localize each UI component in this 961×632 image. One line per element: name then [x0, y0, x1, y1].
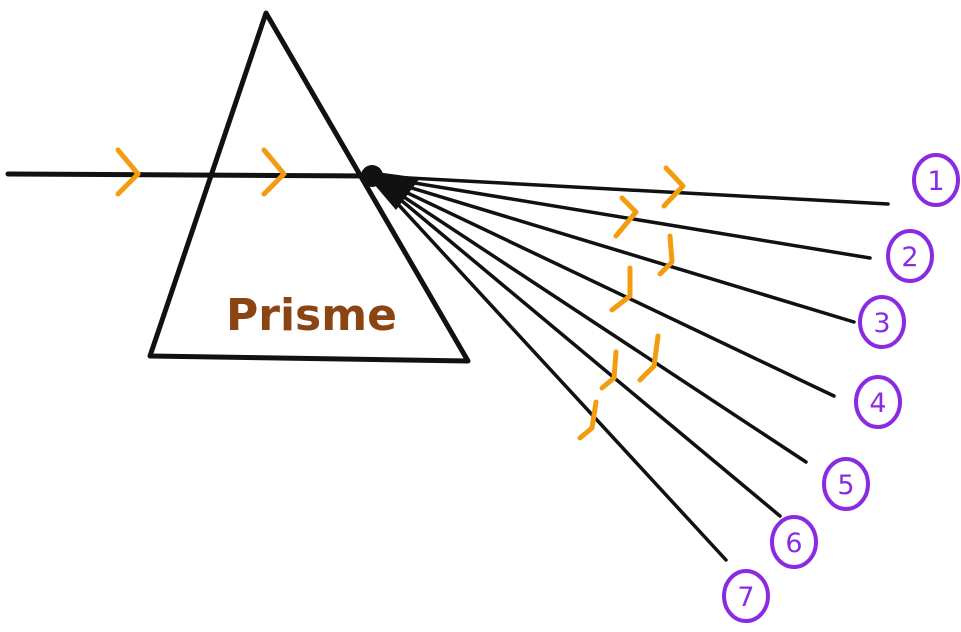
ray-badge-circle [854, 375, 902, 429]
ray-badges: 1 2 3 4 5 67 [722, 153, 960, 623]
prism-triangle [147, 10, 471, 364]
arrow-icon [613, 195, 639, 239]
ray-number-label: 3 [873, 308, 890, 339]
arrow-icon [661, 165, 686, 209]
ray-badge-circle [822, 457, 870, 511]
ray-badge-circle [858, 295, 906, 349]
ray-number-label: 4 [869, 388, 886, 419]
arrow-icon [115, 147, 141, 197]
refracted-rays [370, 174, 890, 562]
arrow-icon [609, 265, 633, 313]
direction-arrows [115, 147, 686, 441]
ray-badge-7: 7 [722, 569, 770, 623]
arrow-icon [261, 147, 287, 197]
refracted-ray-5 [370, 174, 808, 464]
refracted-ray-6 [370, 174, 782, 518]
prism-label: Prisme [226, 290, 397, 341]
arrow-icon [599, 349, 619, 391]
ray-badge-5: 5 [822, 457, 870, 511]
ray-number-label: 5 [837, 470, 854, 501]
ray-badge-circle [770, 515, 818, 569]
ray-number-label: 1 [927, 166, 944, 197]
refracted-ray-3 [370, 174, 856, 324]
ray-badge-6: 6 [770, 515, 818, 569]
ray-number-label: 2 [901, 242, 918, 273]
ray-number-label: 7 [737, 582, 754, 613]
arrow-icon [577, 399, 599, 441]
ray-badge-2: 2 [886, 229, 934, 283]
refracted-ray-2 [370, 174, 872, 260]
arrow-icon [657, 233, 675, 277]
ray-badge-circle [886, 229, 934, 283]
arrow-icon [637, 333, 661, 383]
refracted-ray-7 [370, 174, 728, 562]
ray-badge-3: 3 [858, 295, 906, 349]
refracted-ray-1 [370, 174, 890, 206]
refracted-ray-4 [370, 174, 836, 398]
ray-badge-circle [912, 153, 960, 207]
ray-number-label: 6 [785, 528, 802, 559]
ray-badge-1: 1 [912, 153, 960, 207]
ray-badge-4: 4 [854, 375, 902, 429]
incident-ray [5, 171, 375, 179]
ray-badge-circle [722, 569, 770, 623]
